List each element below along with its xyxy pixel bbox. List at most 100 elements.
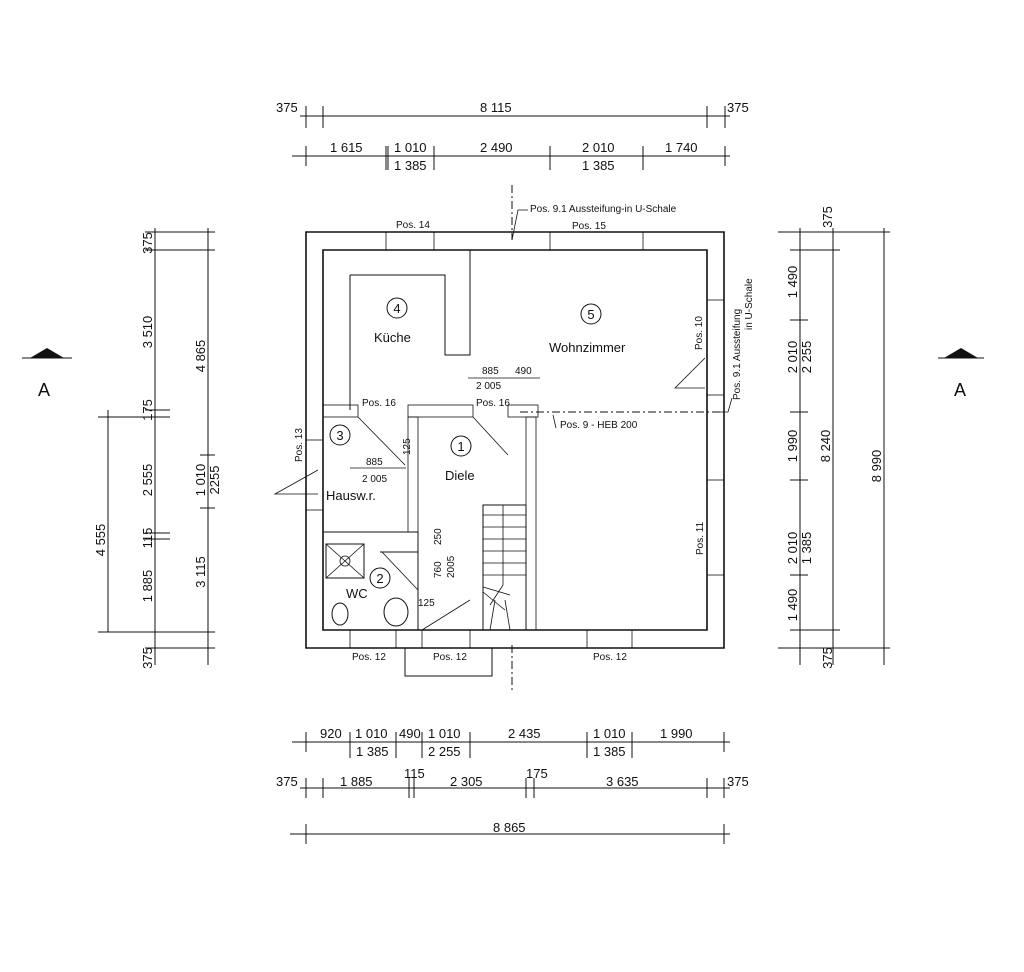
room-name: Diele: [445, 468, 475, 483]
dim-bottom-490: 490: [399, 726, 421, 741]
pos-9-1-right-b: in U-Schale: [744, 278, 755, 330]
room-wc: 2 WC: [346, 567, 391, 601]
dim-bottom-1010-a: 1 010: [355, 726, 388, 741]
dim-left-4865: 4 865: [193, 340, 208, 373]
dim-right-375-top: 375: [820, 206, 835, 228]
opening-kitchen-2005: 2 005: [476, 381, 501, 392]
staircase: [482, 504, 527, 631]
dim-bottom-375-right: 375: [727, 774, 749, 789]
dim-bottom-8865: 8 865: [493, 820, 526, 835]
room-number: 4: [393, 301, 400, 316]
dim-right-2010-top: 2 010: [785, 341, 800, 374]
top-dimensions: 375 8 115 375 1 615 1 010 2 490 2 010 1 …: [276, 100, 749, 173]
room-number-circle: [450, 435, 472, 457]
pos-9-heb: Pos. 9 - HEB 200: [560, 420, 638, 431]
pos-9-1-top: Pos. 9.1 Aussteifung-in U-Schale: [530, 204, 677, 215]
dim-bottom-175: 175: [526, 766, 548, 781]
dim-top-2010: 2 010: [582, 140, 615, 155]
dim-top-8115: 8 115: [480, 100, 512, 115]
room-number: 5: [587, 307, 594, 322]
bottom-dimensions: 920 1 010 490 1 010 2 435 1 010 1 990 1 …: [276, 726, 749, 844]
exterior-walls: [305, 231, 725, 677]
room-name: Hausw.r.: [326, 488, 376, 503]
room-number: 2: [376, 571, 383, 586]
dim-left-2255: 2255: [207, 466, 222, 495]
dim-left-2555: 2 555: [140, 464, 155, 497]
dim-bottom-2255: 2 255: [428, 744, 461, 759]
wc-fixtures: [325, 543, 409, 627]
opening-wc-250: 250: [433, 528, 444, 545]
opening-wc-760: 760: [433, 561, 444, 578]
pos-12-c: Pos. 12: [593, 652, 627, 663]
room-name: Wohnzimmer: [549, 340, 626, 355]
dim-right-8990: 8 990: [869, 450, 884, 483]
opening-kitchen-490: 490: [515, 366, 532, 377]
section-label-right: A: [954, 380, 966, 400]
dim-left-1010: 1 010: [193, 464, 208, 497]
left-dimensions: 375 3 510 175 2 555 115 1 885 375 4 865 …: [93, 228, 222, 669]
opening-125-b: 125: [418, 598, 435, 609]
dim-top-1385-b: 1 385: [582, 158, 615, 173]
dim-bottom-1385-b: 1 385: [593, 744, 626, 759]
dim-bottom-1385-a: 1 385: [356, 744, 389, 759]
room-kueche: 4 Küche: [374, 297, 411, 345]
dim-top-1010: 1 010: [394, 140, 427, 155]
dim-right-2010-bottom: 2 010: [785, 532, 800, 565]
toilet-icon: [383, 597, 409, 627]
dim-top-375-left: 375: [276, 100, 298, 115]
dim-bottom-1885: 1 885: [340, 774, 373, 789]
dim-bottom-1010-c: 1 010: [593, 726, 626, 741]
dim-right-8240: 8 240: [818, 430, 833, 463]
room-diele: 1 Diele: [445, 435, 475, 483]
dim-left-3510: 3 510: [140, 316, 155, 349]
pos-14: Pos. 14: [396, 220, 430, 231]
pos-12-b: Pos. 12: [433, 652, 467, 663]
room-number-circle: [369, 567, 391, 589]
pos-10: Pos. 10: [694, 316, 705, 350]
interior-walls: [322, 185, 720, 690]
dim-left-375-top: 375: [140, 232, 155, 254]
dim-right-2255: 2 255: [799, 341, 814, 374]
dim-left-115: 115: [140, 528, 155, 549]
right-dimensions: 375 1 490 2 010 2 255 1 990 2 010 1 385 …: [778, 206, 890, 669]
opening-hwr-885: 885: [366, 457, 383, 468]
room-name: WC: [346, 586, 368, 601]
opening-kitchen-885: 885: [482, 366, 499, 377]
washbasin-icon: [331, 602, 349, 626]
dim-left-375-bottom: 375: [140, 647, 155, 669]
dim-top-375-right: 375: [727, 100, 749, 115]
dim-bottom-3635: 3 635: [606, 774, 639, 789]
room-number-circle: [329, 424, 351, 446]
dim-left-1885: 1 885: [140, 570, 155, 603]
dim-left-175: 175: [140, 399, 155, 421]
shower-icon: [325, 543, 365, 579]
pos-9-1-right-a: Pos. 9.1 Aussteifung: [732, 309, 743, 400]
opening-wc-2005: 2005: [446, 555, 457, 578]
room-name: Küche: [374, 330, 411, 345]
dim-bottom-1010-b: 1 010: [428, 726, 461, 741]
opening-hwr-2005: 2 005: [362, 474, 387, 485]
dim-top-1740: 1 740: [665, 140, 698, 155]
dim-bottom-375-left: 375: [276, 774, 298, 789]
dim-bottom-1990: 1 990: [660, 726, 693, 741]
room-number: 3: [336, 428, 343, 443]
pos-13: Pos. 13: [294, 428, 305, 462]
dim-right-1490-bottom: 1 490: [785, 589, 800, 622]
room-hauswr: 3 Hausw.r.: [326, 424, 376, 503]
section-marker-left: A: [22, 348, 72, 400]
position-callouts: Pos. 14 Pos. 9.1 Aussteifung-in U-Schale…: [273, 204, 755, 663]
dim-top-1615: 1 615: [330, 140, 363, 155]
room-number: 1: [457, 439, 464, 454]
opening-125-a: 125: [402, 438, 413, 455]
room-number-circle: [580, 303, 602, 325]
dim-bottom-115: 115: [404, 766, 425, 781]
dim-bottom-2435: 2 435: [508, 726, 541, 741]
dim-top-2490: 2 490: [480, 140, 513, 155]
pos-16-b: Pos. 16: [476, 398, 510, 409]
dim-right-1385: 1 385: [799, 532, 814, 565]
pos-11: Pos. 11: [695, 521, 706, 555]
dim-left-4555: 4 555: [93, 524, 108, 557]
room-number-circle: [386, 297, 408, 319]
dim-left-3115: 3 115: [193, 556, 208, 588]
